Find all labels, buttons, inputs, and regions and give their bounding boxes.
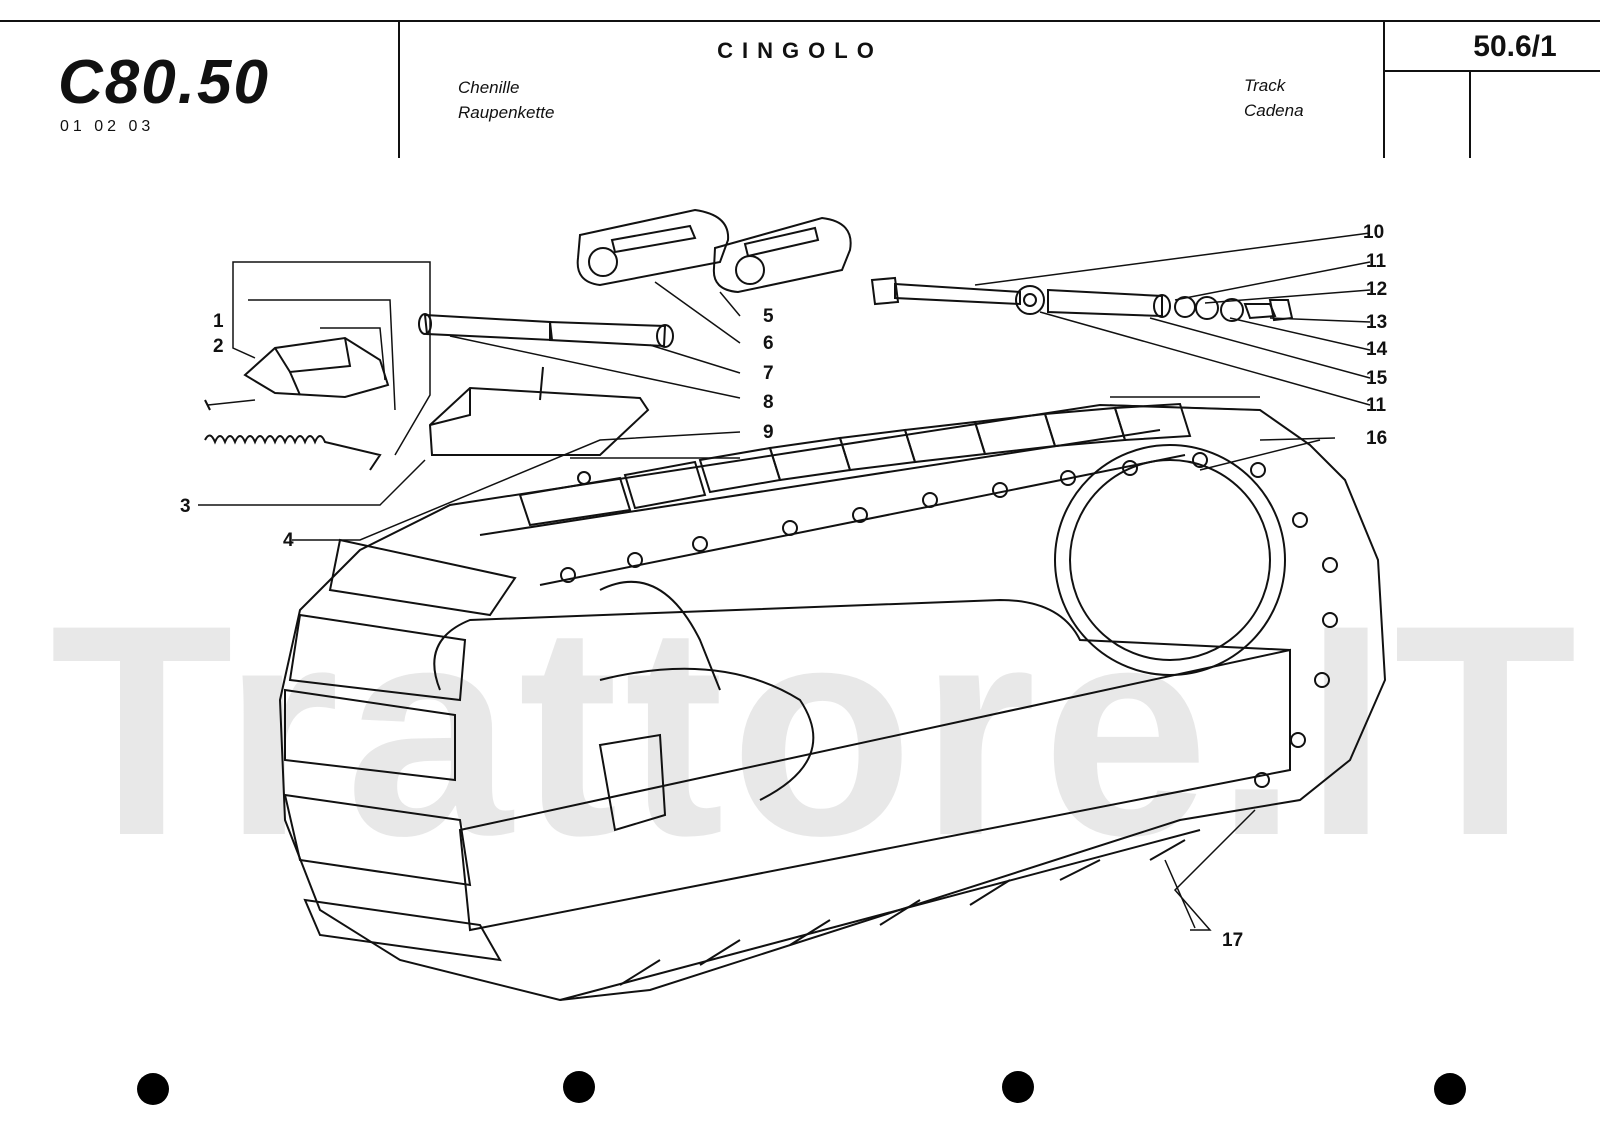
- binder-hole: [1434, 1073, 1466, 1105]
- track-bottom-grousers: [559, 829, 1201, 1001]
- callout-2: 2: [213, 336, 224, 357]
- callout-4: 4: [283, 530, 294, 551]
- binder-hole: [1002, 1071, 1034, 1103]
- callout-10: 10: [1363, 222, 1385, 243]
- track-shoes-top: [518, 402, 1192, 527]
- binder-hole: [137, 1073, 169, 1105]
- binder-hole: [563, 1071, 595, 1103]
- page-title: CINGOLO: [717, 38, 883, 63]
- callout-13: 13: [1366, 312, 1388, 333]
- callout-6: 6: [763, 333, 774, 354]
- header-ref-divider: [1469, 70, 1471, 158]
- page-reference: 50.6/1: [1473, 30, 1557, 63]
- track-shoe-part-4: [428, 366, 650, 485]
- header: C80.50 01 02 03 CINGOLO Chenille Raupenk…: [0, 0, 1600, 158]
- header-ref-underline: [1383, 70, 1600, 72]
- model-codes: 01 02 03: [60, 118, 155, 135]
- pin-part-7: [418, 313, 674, 348]
- track-links-part-5-6: [576, 208, 852, 294]
- track-frame: [433, 444, 1291, 932]
- callout-9: 9: [763, 422, 774, 443]
- title-english: Track: [1244, 76, 1286, 95]
- callout-16: 16: [1366, 428, 1388, 449]
- callout-14: 14: [1366, 339, 1388, 360]
- callout-15: 15: [1366, 368, 1388, 389]
- spring-part-3: [204, 399, 382, 471]
- track-pins-top: [560, 452, 1338, 788]
- callout-7: 7: [763, 363, 774, 384]
- callout-11b: 11: [1366, 395, 1387, 416]
- header-divider-right: [1383, 20, 1385, 158]
- callout-12: 12: [1366, 279, 1388, 300]
- title-german: Raupenkette: [458, 103, 555, 122]
- callout-3: 3: [180, 496, 191, 517]
- track-chain-upper: [278, 403, 1387, 1002]
- leader-lines: [198, 232, 1371, 931]
- header-divider-left: [398, 20, 400, 158]
- callout-1: 1: [213, 311, 224, 332]
- callout-8: 8: [763, 392, 774, 413]
- model-logo: C80.50: [58, 48, 270, 117]
- header-top-border: [0, 20, 1600, 22]
- grouser-block-part-1-2: [243, 336, 390, 399]
- callout-5: 5: [763, 306, 774, 327]
- callout-11: 11: [1366, 251, 1387, 272]
- track-shoes-front: [283, 538, 517, 962]
- title-spanish: Cadena: [1244, 101, 1304, 120]
- title-french: Chenille: [458, 78, 520, 97]
- callout-17: 17: [1222, 930, 1244, 951]
- bolt-kit-part-10-15: [870, 276, 1294, 322]
